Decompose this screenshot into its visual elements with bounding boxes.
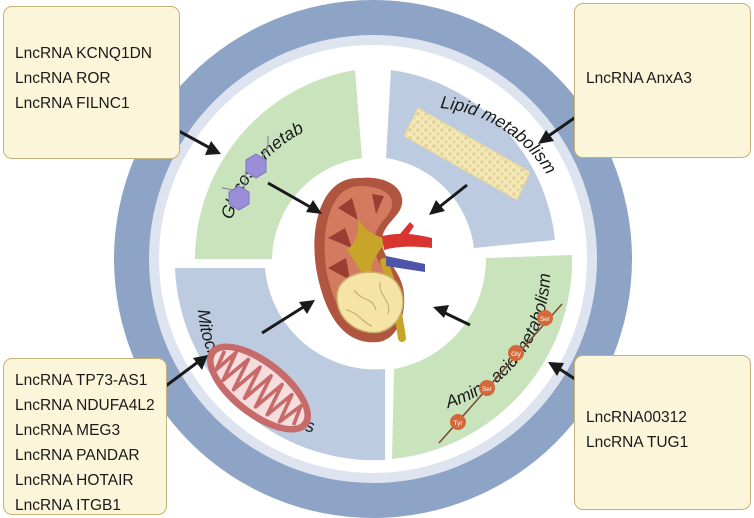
lipid-droplet-slab: [403, 107, 531, 201]
arrowhead: [205, 141, 221, 155]
lncrna-item: LncRNA ROR: [15, 70, 111, 87]
amino-acid-bead: [450, 414, 466, 430]
glucose-segment: [195, 70, 362, 259]
renal-pelvis: [346, 214, 388, 280]
arrowhead: [299, 300, 315, 314]
lncrna-list: LncRNA AnxA3: [586, 66, 750, 91]
renal-vein: [386, 256, 425, 272]
amino-acid-chain: Tyr Ser Gly Ser: [438, 303, 563, 444]
kidney-pyramids: [328, 194, 384, 280]
lncrna-item: LncRNA NDUFA4L2: [15, 397, 155, 414]
arrow: [261, 304, 306, 335]
arrowhead: [429, 200, 445, 215]
lncrna-item: LncRNA00312: [586, 409, 687, 426]
arrow: [437, 183, 468, 210]
amino-acid-lncrna-box: LncRNA00312 LncRNA TUG1: [574, 355, 751, 510]
lipid-lncrna-box: LncRNA AnxA3: [574, 3, 751, 158]
arrowhead: [538, 130, 554, 144]
glucose-molecule-icon: [221, 136, 269, 211]
amino-acid-label: Ser: [540, 316, 551, 323]
arrow: [267, 181, 313, 210]
mitochondrial-segment: [175, 268, 385, 461]
lncrna-item: LncRNA AnxA3: [586, 70, 692, 87]
lncrna-item: LncRNA FILNC1: [15, 95, 130, 112]
glucose-lncrna-box: LncRNA KCNQ1DN LncRNA ROR LncRNA FILNC1: [3, 6, 180, 159]
amino-acid-label: Gly: [511, 351, 522, 358]
lncrna-item: LncRNA PANDAR: [15, 447, 140, 464]
amino-acid-label: Ser: [482, 386, 493, 393]
lncrna-item: LncRNA KCNQ1DN: [15, 45, 152, 62]
mitochondrion-icon: [206, 343, 312, 433]
lncrna-item: LncRNA ITGB1: [15, 497, 121, 514]
kidney-icon: [314, 177, 432, 343]
arrow: [442, 310, 471, 327]
lncrna-list: LncRNA00312 LncRNA TUG1: [586, 405, 750, 455]
amino-segment: [392, 255, 573, 459]
segment-arrows: [261, 181, 471, 335]
arrowhead: [433, 305, 449, 318]
lncrna-item: LncRNA TUG1: [586, 434, 689, 451]
kidney-tumor-mass: [336, 271, 404, 334]
lncrna-item: LncRNA MEG3: [15, 422, 121, 439]
amino-acid-bead: [479, 380, 495, 396]
mitochondrial-lncrna-box: LncRNA TP73-AS1 LncRNA NDUFA4L2 LncRNA M…: [3, 358, 167, 515]
lncrna-list: LncRNA KCNQ1DN LncRNA ROR LncRNA FILNC1: [15, 41, 179, 116]
lncrna-item: LncRNA HOTAIR: [15, 472, 134, 489]
lncrna-item: LncRNA TP73-AS1: [15, 372, 148, 389]
lncrna-list: LncRNA TP73-AS1 LncRNA NDUFA4L2 LncRNA M…: [15, 368, 166, 518]
arrowhead: [193, 355, 208, 370]
amino-acid-bead: [508, 345, 524, 361]
arrowhead: [548, 362, 564, 376]
arrowhead: [306, 200, 322, 214]
renal-artery: [382, 233, 432, 250]
amino-acid-label: Tyr: [453, 420, 463, 427]
amino-acid-bead: [537, 310, 553, 326]
